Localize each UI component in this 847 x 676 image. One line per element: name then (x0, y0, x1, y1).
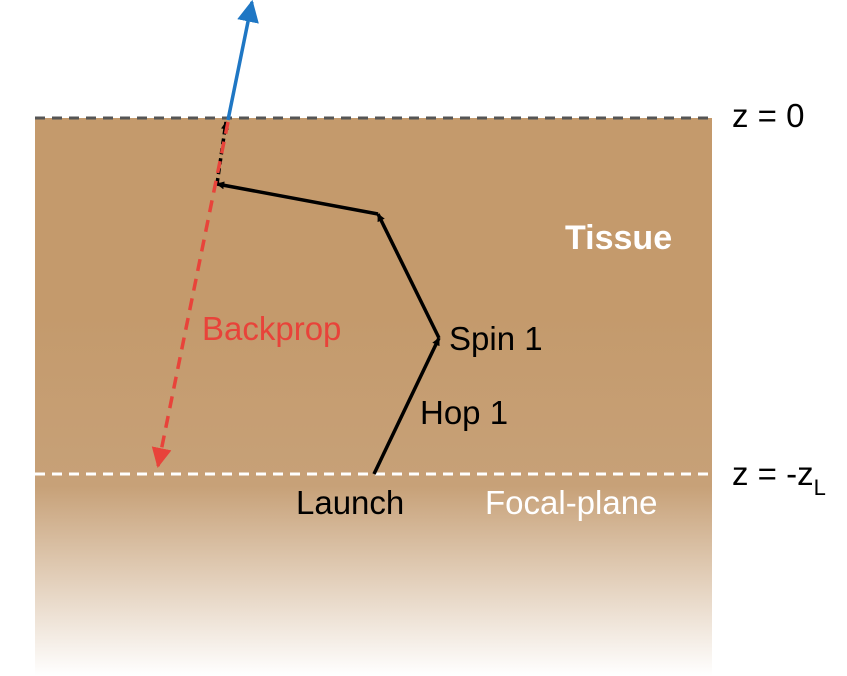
hop-3-arrow (216, 181, 379, 216)
spin-label: Spin 1 (449, 320, 543, 357)
hop-2-arrow (376, 213, 441, 339)
z-bottom-prefix: z = -z (732, 455, 814, 492)
tissue-region (35, 118, 712, 676)
z-top-label: z = 0 (732, 97, 804, 134)
focal-plane-label: Focal-plane (485, 484, 657, 521)
z-bottom-subscript: L (814, 475, 826, 500)
z-bottom-label: z = -zL (732, 455, 826, 500)
backprop-label: Backprop (202, 310, 341, 347)
hop-label: Hop 1 (420, 394, 508, 431)
hop-1-arrow (372, 337, 441, 475)
escape-arrow (226, 0, 259, 121)
tissue-label: Tissue (565, 219, 672, 257)
launch-label: Launch (296, 484, 404, 521)
